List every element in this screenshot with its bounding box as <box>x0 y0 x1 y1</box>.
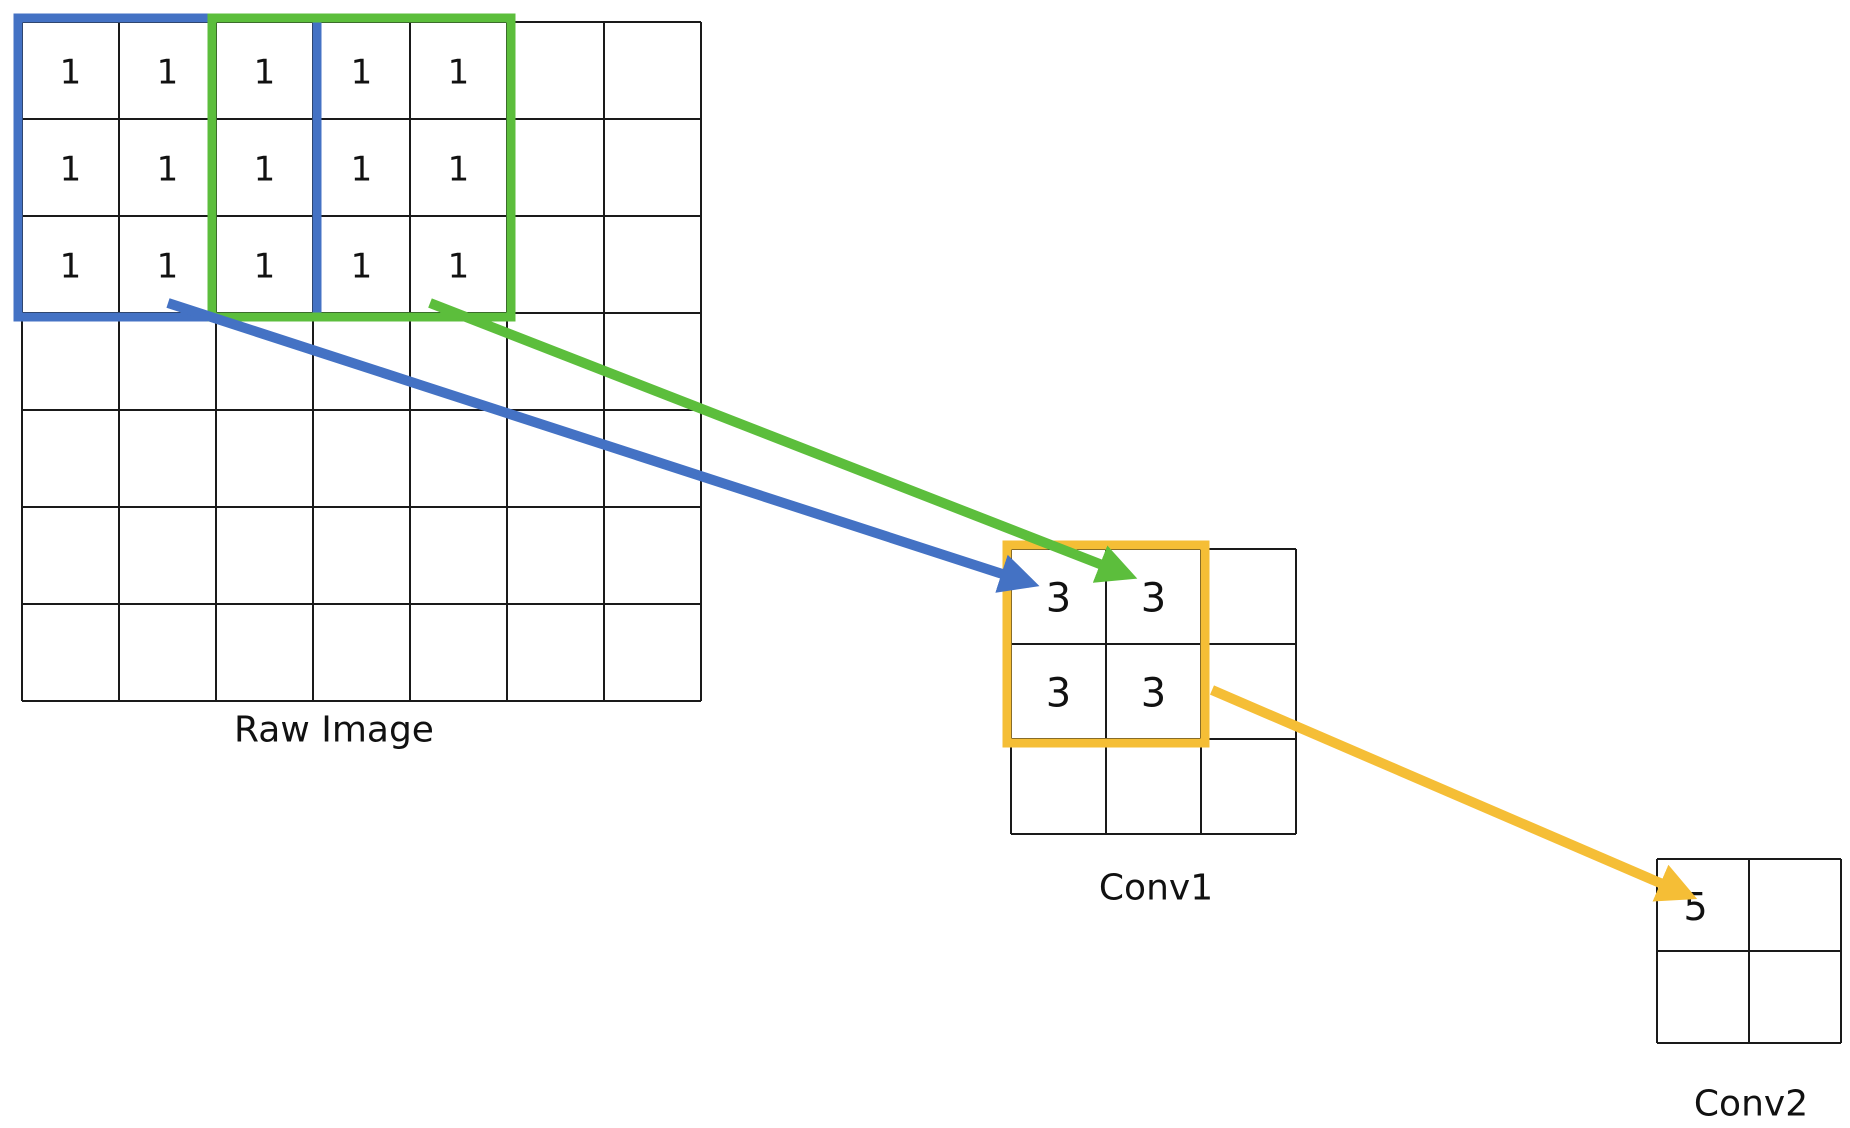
conv1-grid: 3 3 3 3 <box>1010 548 1297 835</box>
conv1-cell-1-0: 3 <box>1046 671 1071 717</box>
raw-image-cell-1-0: 1 <box>60 150 82 190</box>
raw-image-cell-2-3: 1 <box>351 247 373 287</box>
raw-image-cell-1-2: 1 <box>254 150 276 190</box>
conv1-window-yellow <box>1002 540 1210 748</box>
raw-image-cell-1-3: 1 <box>351 150 373 190</box>
raw-image-cell-1-4: 1 <box>448 150 470 190</box>
raw-image-cell-2-4: 1 <box>448 247 470 287</box>
raw-image-label: Raw Image <box>234 710 434 751</box>
conv2-label: Conv2 <box>1694 1084 1808 1125</box>
raw-image-cell-2-1: 1 <box>157 247 179 287</box>
conv2-grid: 5 <box>1656 858 1842 1044</box>
raw-image-cell-0-2: 1 <box>254 53 276 93</box>
conv1-label: Conv1 <box>1099 868 1213 909</box>
raw-image-cell-0-4: 1 <box>448 53 470 93</box>
arrow-green <box>428 298 1138 583</box>
conv1-cell-0-1: 3 <box>1141 576 1166 622</box>
raw-image-window-blue <box>13 13 322 322</box>
kernel-windows <box>13 13 1210 748</box>
conv1-cell-1-1: 3 <box>1141 671 1166 717</box>
raw-image-cell-0-3: 1 <box>351 53 373 93</box>
raw-image-cell-2-0: 1 <box>60 247 82 287</box>
raw-image-window-green <box>207 13 516 322</box>
arrow-yellow <box>1210 685 1698 902</box>
raw-image-cell-0-0: 1 <box>60 53 82 93</box>
conv1-cell-0-0: 3 <box>1046 576 1071 622</box>
raw-image-cell-0-1: 1 <box>157 53 179 93</box>
mapping-arrows <box>166 298 1698 902</box>
raw-image-cell-1-1: 1 <box>157 150 179 190</box>
arrow-blue <box>166 298 1040 593</box>
raw-image-cell-2-2: 1 <box>254 247 276 287</box>
